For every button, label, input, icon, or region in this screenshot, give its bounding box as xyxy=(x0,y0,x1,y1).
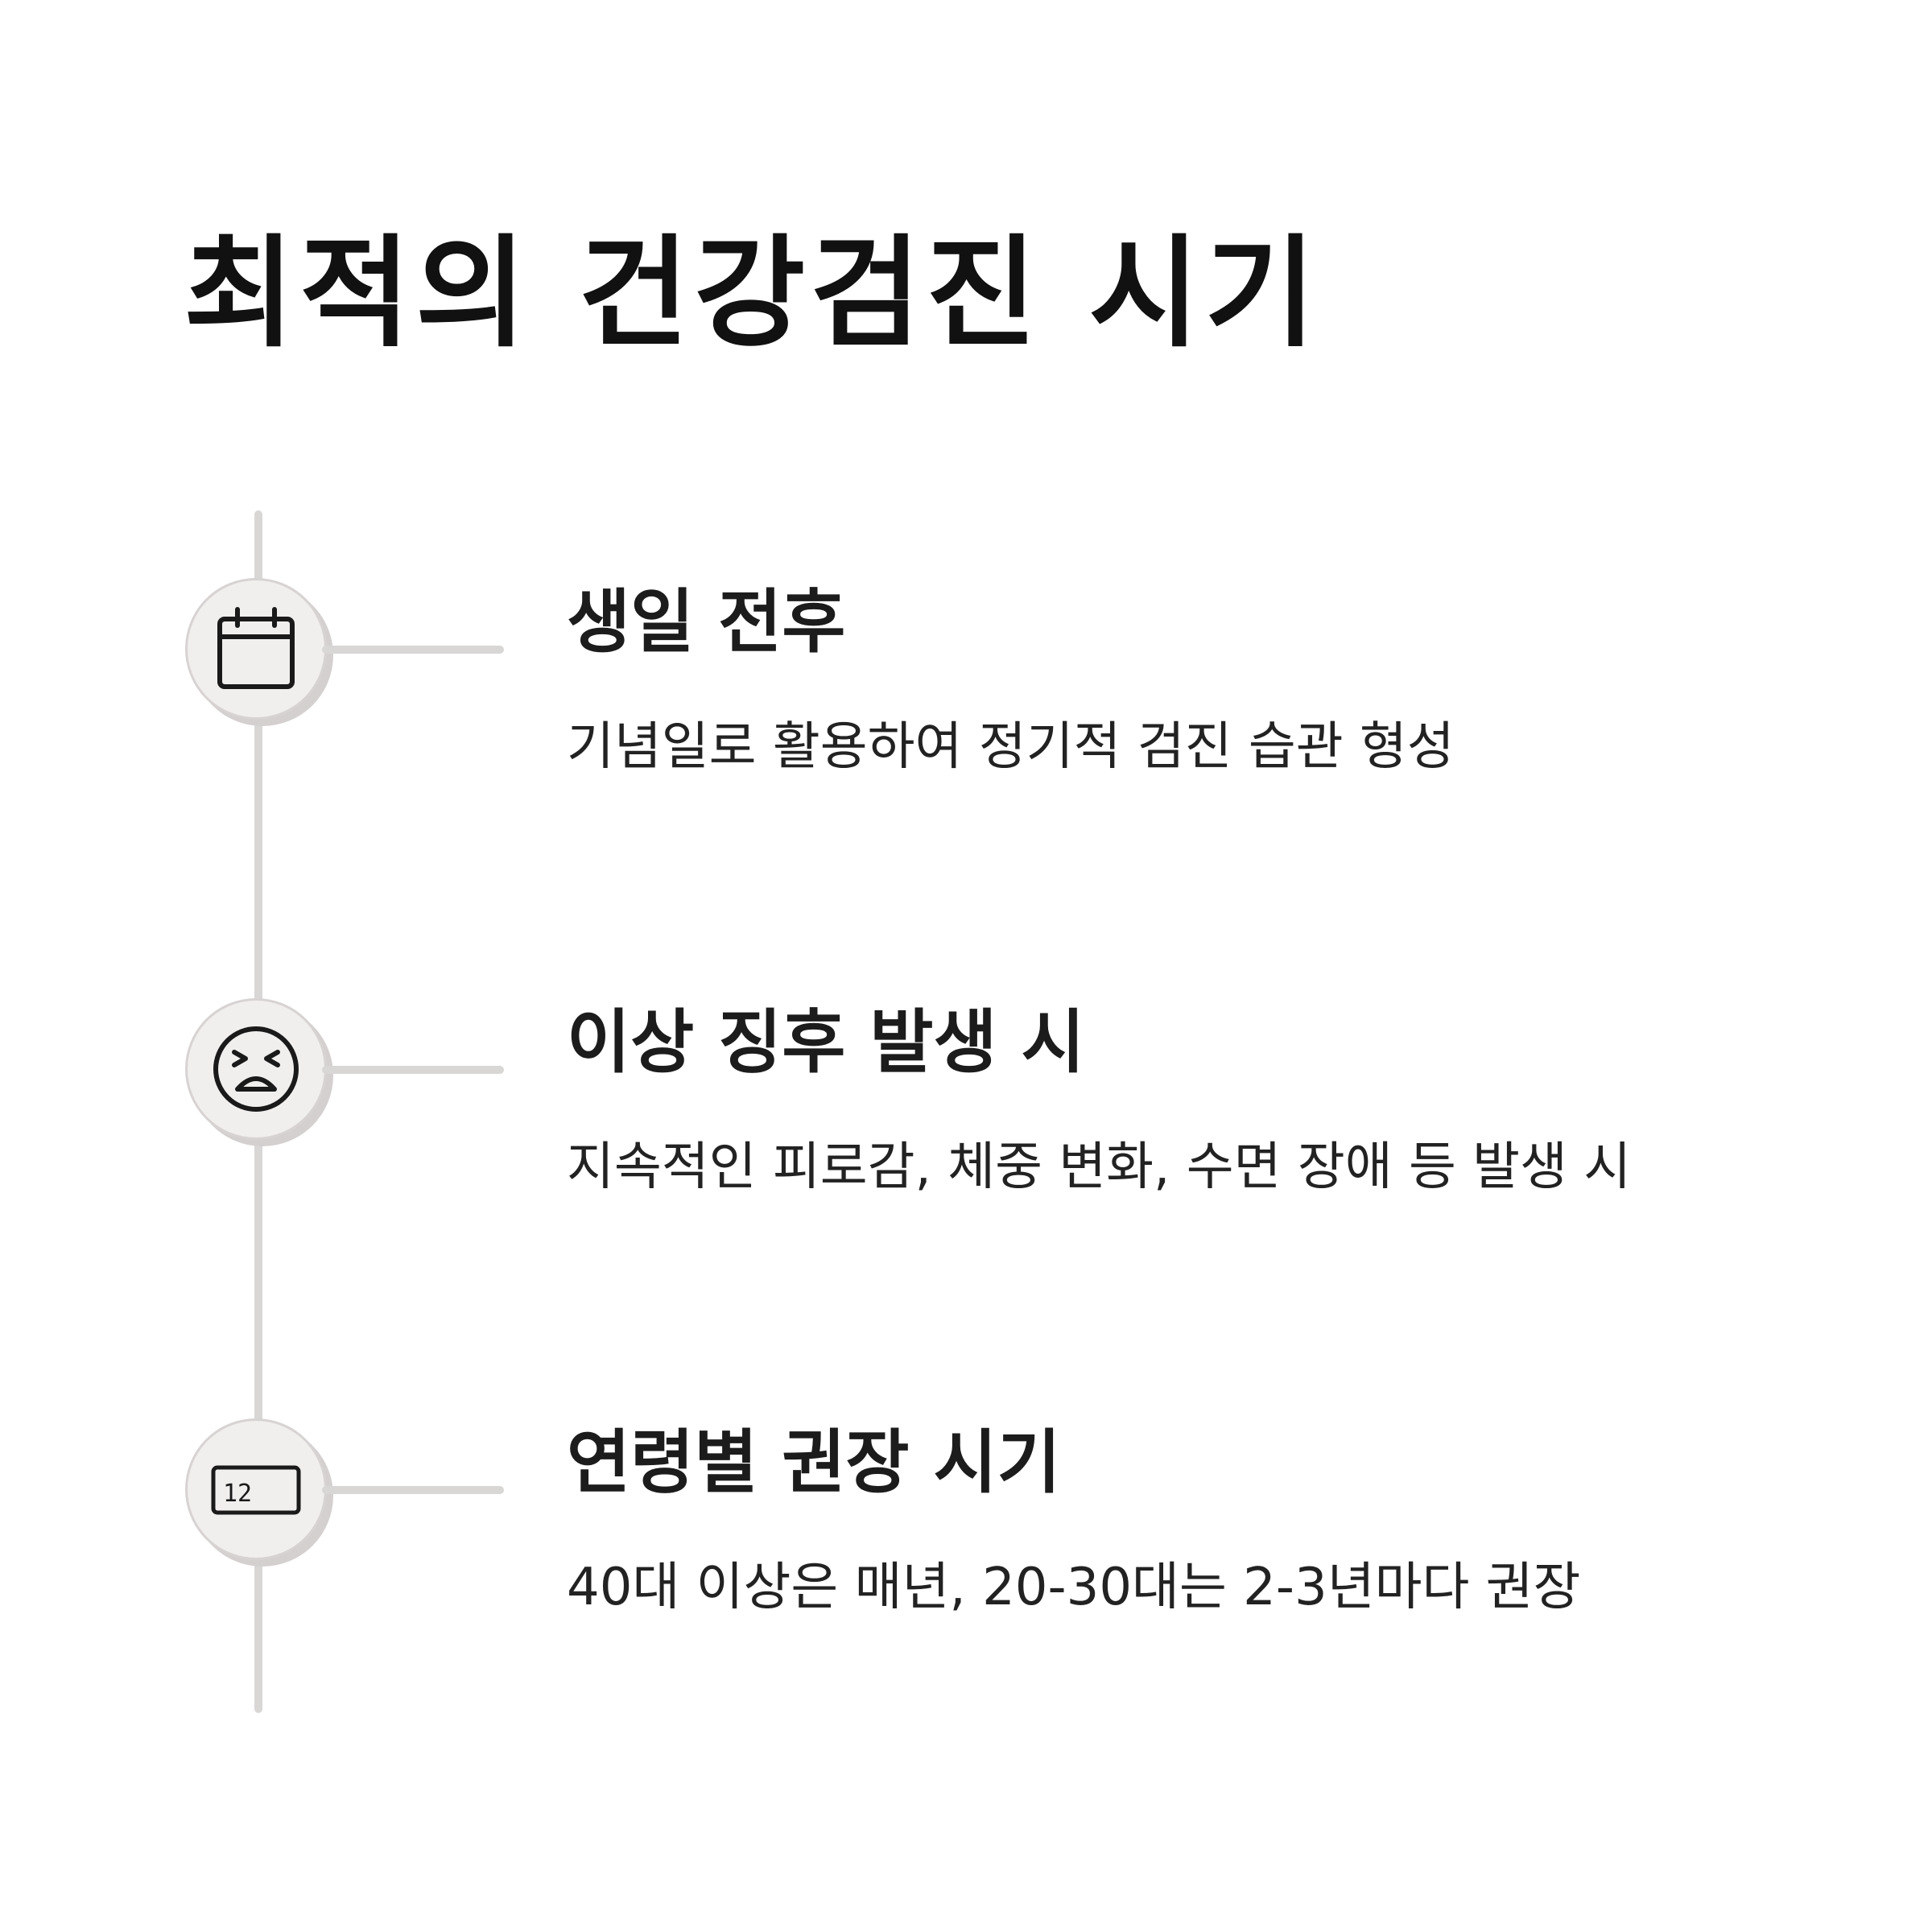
tired-face-icon xyxy=(213,1026,299,1112)
node-circle: 12 xyxy=(185,1418,327,1560)
step-description: 40대 이상은 매년, 20-30대는 2-3년마다 권장 xyxy=(567,1558,1581,1617)
step-title: 연령별 권장 시기 xyxy=(567,1422,1061,1503)
timeline-node xyxy=(185,998,333,1146)
timeline-node: 12 xyxy=(185,1418,333,1567)
node-circle xyxy=(185,578,327,720)
step-description: 기념일로 활용하여 정기적 검진 습관 형성 xyxy=(567,717,1455,777)
timeline-step-birthday: 생일 전후 기념일로 활용하여 정기적 검진 습관 형성 xyxy=(0,578,1932,819)
timeline-node xyxy=(185,578,333,726)
calendar-icon xyxy=(217,607,295,689)
step-description: 지속적인 피로감, 체중 변화, 수면 장애 등 발생 시 xyxy=(567,1137,1632,1197)
step-title: 생일 전후 xyxy=(567,582,846,663)
timeline-step-age: 12 연령별 권장 시기 40대 이상은 매년, 20-30대는 2-3년마다 … xyxy=(0,1418,1932,1660)
step-connector xyxy=(322,646,504,654)
date-badge-number: 12 xyxy=(223,1480,252,1508)
node-circle xyxy=(185,998,327,1140)
page-title: 최적의 건강검진 시기 xyxy=(184,224,1321,364)
step-connector xyxy=(322,1066,504,1074)
step-title: 이상 징후 발생 시 xyxy=(567,1002,1085,1083)
timeline-step-symptoms: 이상 징후 발생 시 지속적인 피로감, 체중 변화, 수면 장애 등 발생 시 xyxy=(0,998,1932,1240)
step-connector xyxy=(322,1486,504,1494)
date-badge-icon: 12 xyxy=(211,1465,301,1515)
